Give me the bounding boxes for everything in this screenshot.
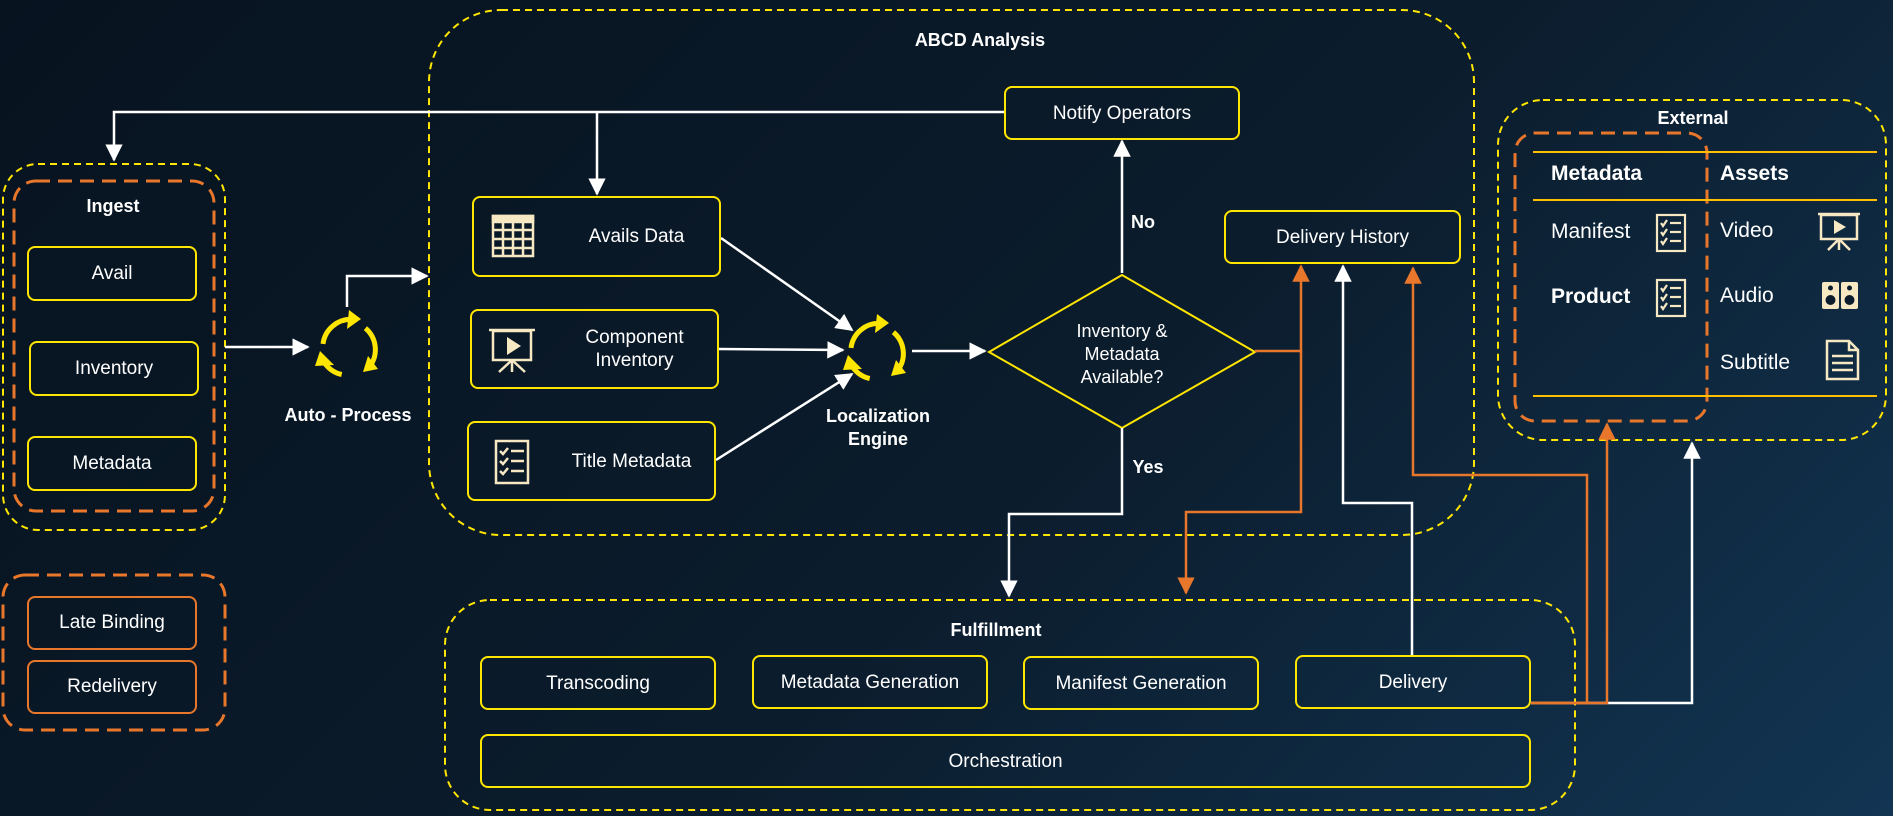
arrow-notify-to-ingest [105, 110, 1004, 162]
orange-external-to-history [1404, 266, 1589, 705]
auto-process-label: Auto - Process [284, 404, 412, 425]
orange-decision-to-history [1255, 264, 1310, 353]
localization-engine-label: Localization Engine [825, 406, 930, 449]
external-metadata-header: Metadata [1551, 162, 1643, 185]
external-assets-header: Assets [1720, 162, 1789, 185]
ingest-avail-box[interactable]: Avail [27, 246, 197, 301]
ingest-inner-group [12, 179, 216, 513]
component-inventory-box[interactable]: Component Inventory [470, 309, 719, 389]
fulfillment-group [444, 599, 1576, 811]
delivery-history-box[interactable]: Delivery History [1224, 210, 1461, 264]
delivery-box[interactable]: Delivery [1295, 655, 1531, 709]
external-group [1497, 99, 1887, 441]
external-metadata-group [1513, 131, 1709, 423]
checklist-icon [1655, 213, 1687, 253]
document-icon [1825, 339, 1860, 381]
analysis-group-title: ABCD Analysis [914, 29, 1046, 50]
checklist-icon [494, 439, 530, 485]
calendar-icon [491, 214, 535, 258]
refresh-icon [843, 314, 906, 381]
checklist-icon [1655, 278, 1687, 318]
external-audio-item[interactable]: Audio [1720, 284, 1774, 307]
external-subtitle-item[interactable]: Subtitle [1720, 351, 1791, 374]
notify-operators-box[interactable]: Notify Operators [1004, 86, 1240, 140]
decision-yes-label: Yes [1132, 456, 1164, 477]
ingest-group-title: Ingest [86, 195, 140, 216]
arrow-delivery-to-history [1334, 264, 1414, 655]
late-group [1, 573, 227, 732]
speaker-icon [1822, 282, 1858, 309]
external-product-item[interactable]: Product [1551, 285, 1631, 308]
orange-decision-to-fulfillment [1177, 351, 1303, 595]
arrow-component-to-engine [718, 341, 845, 359]
fulfillment-group-title: Fulfillment [950, 619, 1042, 640]
arrow-avails-to-engine [720, 236, 854, 332]
manifest-generation-box[interactable]: Manifest Generation [1023, 656, 1259, 710]
transcoding-box[interactable]: Transcoding [480, 656, 716, 710]
ingest-metadata-box[interactable]: Metadata [27, 436, 197, 491]
presentation-icon [1818, 212, 1860, 251]
external-group-title: External [1657, 107, 1729, 128]
external-manifest-item[interactable]: Manifest [1551, 220, 1631, 243]
orchestration-box[interactable]: Orchestration [480, 734, 1531, 788]
analysis-group [428, 9, 1475, 536]
arrow-auto-to-analysis [345, 267, 429, 307]
redelivery-box[interactable]: Redelivery [27, 660, 197, 714]
arrow-decision-to-fulfillment [1000, 428, 1124, 598]
presentation-icon [489, 328, 535, 373]
arrow-delivery-to-external [1531, 441, 1701, 705]
refresh-icon [315, 310, 378, 377]
metadata-generation-box[interactable]: Metadata Generation [752, 655, 988, 709]
orange-to-external-metadata [1531, 422, 1616, 705]
decision-no-label: No [1131, 211, 1155, 232]
decision-label: Inventory & Metadata Available? [1076, 320, 1168, 387]
avails-data-box[interactable]: Avails Data [472, 196, 721, 277]
title-metadata-box[interactable]: Title Metadata [467, 421, 716, 501]
ingest-inventory-box[interactable]: Inventory [29, 341, 199, 396]
external-video-item[interactable]: Video [1720, 219, 1774, 242]
late-binding-box[interactable]: Late Binding [27, 596, 197, 650]
arrow-title-to-engine [715, 372, 854, 462]
